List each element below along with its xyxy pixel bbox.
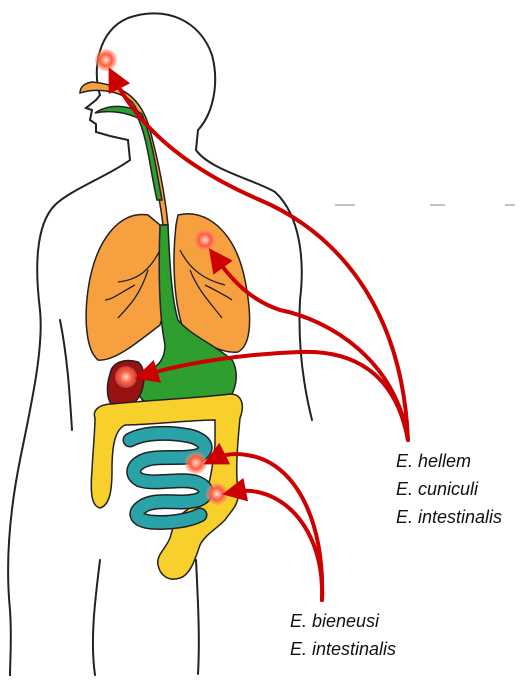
- species-label: E. intestinalis: [396, 503, 502, 531]
- species-label: E. intestinalis: [290, 635, 396, 663]
- species-group-systemic: E. hellem E. cuniculi E. intestinalis: [396, 447, 502, 531]
- species-label: E. bieneusi: [290, 607, 396, 635]
- infection-site-lung: [194, 229, 216, 251]
- species-group-intestinal: E. bieneusi E. intestinalis: [290, 607, 396, 663]
- infection-site-small-intestine: [185, 452, 207, 474]
- species-label: E. hellem: [396, 447, 502, 475]
- body-outline: [8, 13, 312, 676]
- lung-left: [86, 214, 166, 360]
- infection-site-colon: [206, 483, 228, 505]
- species-label: E. cuniculi: [396, 475, 502, 503]
- infection-site-sinus: [95, 49, 117, 71]
- infection-site-kidney: [115, 366, 137, 388]
